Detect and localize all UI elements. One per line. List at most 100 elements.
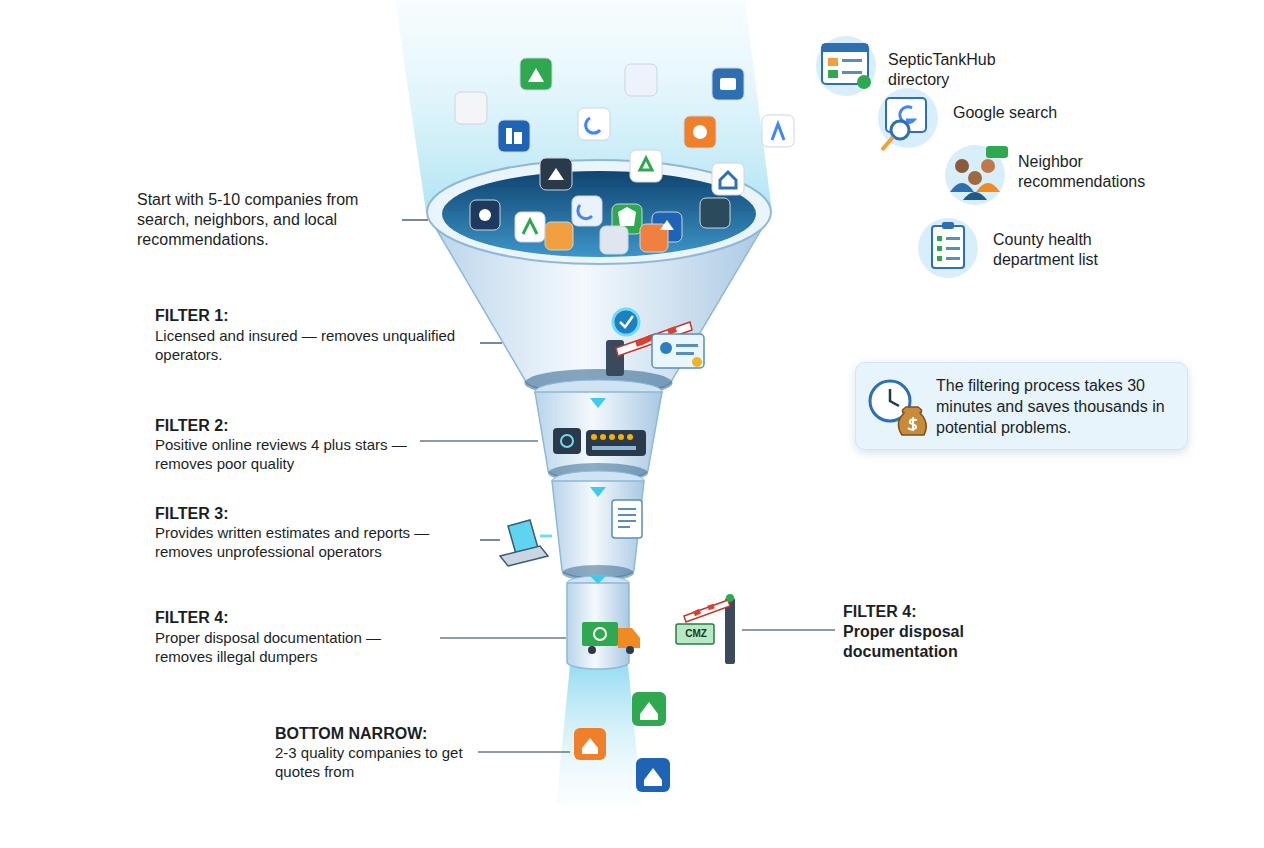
drawing-rect bbox=[712, 68, 744, 100]
drawing-rect bbox=[932, 226, 964, 268]
filter-description: Proper disposal documentation bbox=[843, 622, 1003, 662]
filter-description: Provides written estimates and reports —… bbox=[155, 524, 473, 562]
drawing-path bbox=[720, 172, 736, 188]
drawing-circle bbox=[600, 434, 606, 440]
filter-description: Proper disposal documentation — removes … bbox=[155, 629, 435, 667]
drawing-rect bbox=[684, 116, 716, 148]
drawing-rect bbox=[720, 78, 736, 90]
drawing-rect bbox=[578, 108, 610, 140]
callout-box: The filtering process takes 30 minutes a… bbox=[855, 362, 1188, 450]
filter-heading: FILTER 4: bbox=[155, 608, 435, 628]
drawing-path bbox=[898, 407, 926, 435]
drawing-g bbox=[523, 118, 784, 234]
drawing-circle bbox=[692, 357, 702, 367]
drawing-ellipse bbox=[442, 171, 756, 257]
drawing-rect bbox=[828, 58, 838, 66]
drawing-path bbox=[618, 628, 640, 648]
source-label: SepticTankHub directory bbox=[888, 50, 1028, 90]
drawing-path bbox=[772, 124, 784, 140]
drawing-path bbox=[908, 417, 917, 431]
drawing-rect bbox=[828, 70, 838, 78]
drawing-circle bbox=[618, 434, 624, 440]
drawing-rect bbox=[600, 226, 628, 254]
drawing-path bbox=[640, 702, 658, 720]
drawing-polygon bbox=[556, 665, 642, 805]
drawing-rect bbox=[986, 146, 1008, 158]
drawing-path bbox=[540, 535, 552, 538]
filter-heading: FILTER 3: bbox=[155, 504, 455, 524]
drawing-path bbox=[976, 183, 1000, 192]
drawing-rect bbox=[618, 514, 636, 516]
drawing-rect bbox=[506, 128, 512, 144]
drawing-g bbox=[455, 58, 794, 254]
drawing-rect bbox=[553, 428, 581, 454]
drawing-path bbox=[552, 481, 644, 578]
drawing-polygon bbox=[590, 398, 606, 408]
drawing-line bbox=[480, 342, 502, 343]
drawing-rect bbox=[592, 446, 636, 450]
drawing-rect bbox=[676, 352, 694, 355]
callout-text: The filtering process takes 30 minutes a… bbox=[936, 376, 1176, 438]
drawing-path bbox=[620, 316, 633, 327]
clock-money-icon bbox=[864, 375, 930, 441]
drawing-path bbox=[618, 207, 636, 226]
drawing-rect bbox=[652, 334, 704, 368]
drawing-rect bbox=[618, 526, 630, 528]
drawing-line bbox=[742, 629, 835, 630]
drawing-circle bbox=[857, 75, 871, 89]
drawing-rect bbox=[572, 196, 602, 226]
drawing-path bbox=[882, 137, 893, 150]
filter-description: Positive online reviews 4 plus stars — r… bbox=[155, 436, 415, 474]
drawing-circle bbox=[693, 125, 707, 139]
drawing-g bbox=[479, 68, 736, 230]
drawing-rect bbox=[618, 520, 636, 522]
drawing-rect bbox=[937, 246, 942, 251]
drawing-rect bbox=[946, 247, 960, 250]
drawing-path bbox=[582, 738, 598, 754]
drawing-rect bbox=[762, 115, 794, 147]
drawing-polygon bbox=[590, 487, 606, 497]
drawing-rect bbox=[636, 758, 670, 792]
filter-heading: FILTER 1: bbox=[155, 306, 455, 326]
drawing-rect bbox=[520, 58, 552, 90]
drawing-circle bbox=[878, 88, 938, 148]
drawing-path bbox=[528, 68, 544, 82]
filter-heading: FILTER 4: bbox=[843, 602, 1043, 622]
drawing-circle bbox=[955, 159, 969, 173]
drawing-ellipse bbox=[427, 160, 771, 264]
drawing-path bbox=[694, 606, 714, 614]
drawing-rect bbox=[514, 132, 522, 144]
drawing-circle bbox=[816, 36, 876, 96]
drawing-circle bbox=[479, 209, 491, 221]
drawing-rect bbox=[455, 92, 487, 124]
source-label: County health department list bbox=[993, 230, 1143, 270]
drawing-circle bbox=[627, 434, 633, 440]
drawing-line bbox=[440, 637, 566, 638]
result-heading: BOTTOM NARROW: bbox=[275, 724, 475, 744]
drawing-rect bbox=[586, 430, 646, 456]
drawing-path bbox=[523, 220, 537, 234]
drawing-rect bbox=[942, 222, 954, 229]
drawing-path bbox=[578, 205, 592, 219]
sign-text: CMZ bbox=[680, 627, 712, 641]
filter-description: Licensed and insured — removes unqualifi… bbox=[155, 327, 473, 365]
drawing-rect bbox=[712, 163, 744, 195]
drawing-circle bbox=[918, 218, 978, 278]
drawing-rect bbox=[937, 236, 942, 241]
drawing-rect bbox=[676, 624, 714, 644]
drawing-path bbox=[660, 220, 674, 230]
drawing-rect bbox=[632, 692, 666, 726]
drawing-polygon bbox=[590, 576, 606, 584]
source-label: Google search bbox=[953, 103, 1153, 123]
drawing-rect bbox=[842, 71, 862, 74]
source-label: Neighbor recommendations bbox=[1018, 152, 1188, 192]
drawing-circle bbox=[561, 435, 573, 447]
drawing-path bbox=[950, 183, 974, 192]
drawing-circle bbox=[594, 628, 606, 640]
drawing-rect bbox=[618, 508, 636, 510]
drawing-path bbox=[963, 192, 987, 200]
drawing-path bbox=[548, 168, 564, 180]
drawing-path bbox=[500, 546, 548, 566]
drawing-rect bbox=[937, 256, 942, 261]
